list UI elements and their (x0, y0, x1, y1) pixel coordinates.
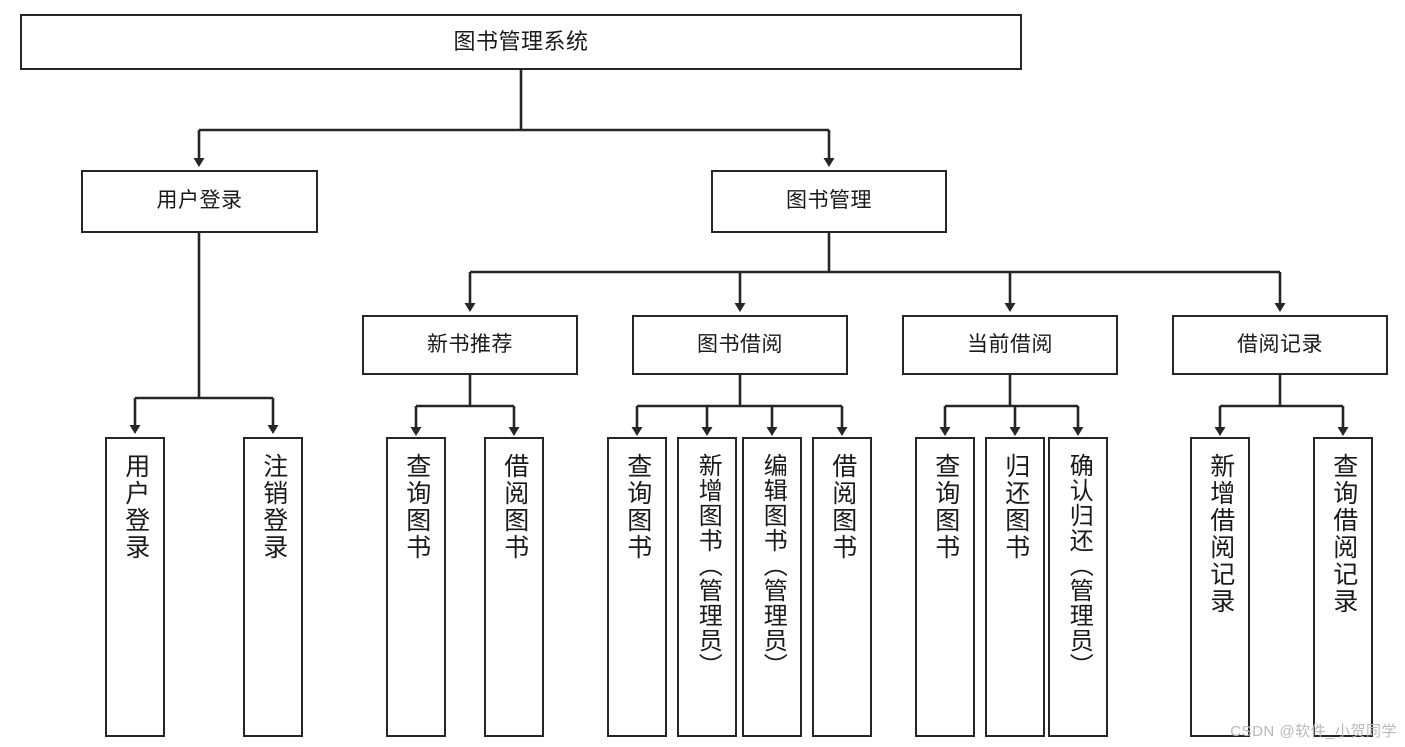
node-current-borrow-label: 当前借阅 (967, 332, 1053, 356)
leaf-node-add-book[interactable]: 新增图书（管理员） (677, 437, 737, 737)
leaf-node-user-login[interactable]: 用户登录 (105, 437, 165, 737)
node-book-borrow-label: 图书借阅 (697, 332, 783, 356)
leaf-label: 编辑图书（管理员） (759, 453, 787, 678)
node-borrow-record[interactable]: 借阅记录 (1172, 315, 1388, 375)
node-new-book-recommend[interactable]: 新书推荐 (362, 315, 578, 375)
node-user-login[interactable]: 用户登录 (81, 170, 318, 233)
leaf-node-query-book-rec[interactable]: 查询图书 (386, 437, 446, 737)
leaf-node-user-logout[interactable]: 注销登录 (243, 437, 303, 737)
node-user-login-label: 用户登录 (156, 189, 243, 213)
leaf-label: 用户登录 (121, 453, 150, 561)
leaf-node-return-book[interactable]: 归还图书 (985, 437, 1045, 737)
leaf-label: 注销登录 (259, 453, 288, 561)
node-root[interactable]: 图书管理系统 (20, 14, 1022, 70)
node-book-manage[interactable]: 图书管理 (711, 170, 947, 233)
leaf-label: 查询图书 (623, 453, 652, 561)
leaf-label: 借阅图书 (500, 453, 529, 561)
leaf-node-query-record[interactable]: 查询借阅记录 (1313, 437, 1373, 737)
leaf-node-borrow-book[interactable]: 借阅图书 (812, 437, 872, 737)
leaf-label: 确认归还（管理员） (1065, 453, 1093, 678)
leaf-node-query-book-cur[interactable]: 查询图书 (915, 437, 975, 737)
node-book-manage-label: 图书管理 (786, 189, 872, 213)
leaf-label: 查询借阅记录 (1329, 453, 1358, 615)
leaf-label: 新增图书（管理员） (694, 453, 722, 678)
node-root-label: 图书管理系统 (453, 29, 589, 55)
leaf-label: 新增借阅记录 (1206, 453, 1235, 615)
leaf-label: 借阅图书 (828, 453, 857, 561)
leaf-node-query-book-borrow[interactable]: 查询图书 (607, 437, 667, 737)
node-new-book-recommend-label: 新书推荐 (427, 332, 513, 356)
leaf-label: 查询图书 (402, 453, 431, 561)
node-book-borrow[interactable]: 图书借阅 (632, 315, 848, 375)
leaf-node-borrow-book-rec[interactable]: 借阅图书 (484, 437, 544, 737)
leaf-node-add-record[interactable]: 新增借阅记录 (1190, 437, 1250, 737)
leaf-node-confirm-return[interactable]: 确认归还（管理员） (1048, 437, 1108, 737)
leaf-label: 查询图书 (931, 453, 960, 561)
node-current-borrow[interactable]: 当前借阅 (902, 315, 1118, 375)
leaf-label: 归还图书 (1001, 453, 1030, 561)
node-borrow-record-label: 借阅记录 (1237, 332, 1323, 356)
leaf-node-edit-book[interactable]: 编辑图书（管理员） (742, 437, 802, 737)
